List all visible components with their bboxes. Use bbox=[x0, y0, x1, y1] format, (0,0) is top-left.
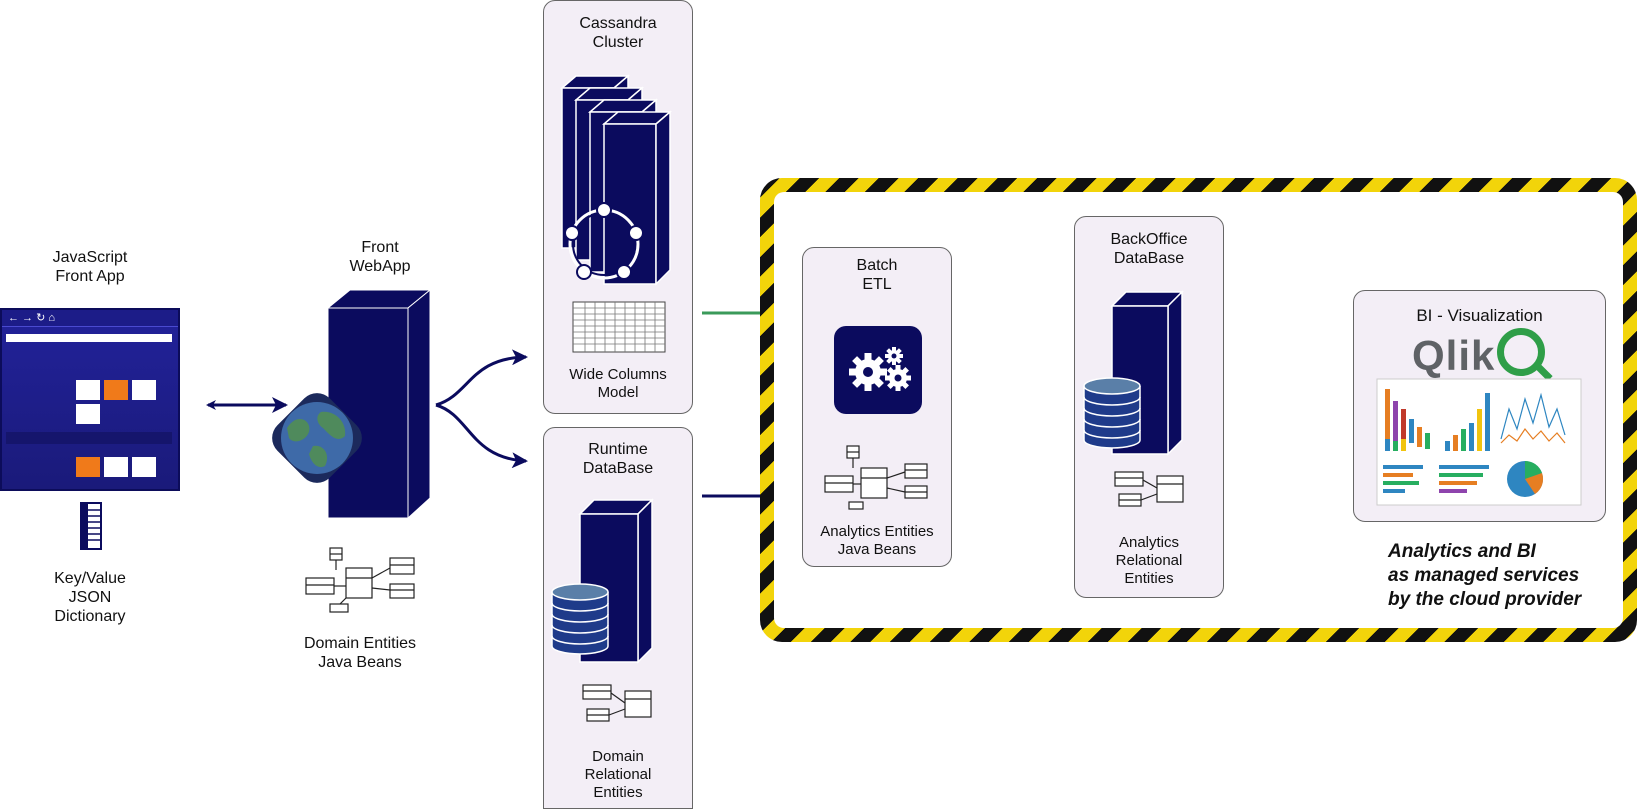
webapp-cassandra-arrow bbox=[436, 357, 526, 405]
database-disk-icon bbox=[1084, 378, 1140, 448]
analytics-beans-label: Analytics Entities Java Beans bbox=[807, 523, 947, 559]
cassandra-server-tower-icon bbox=[556, 74, 680, 288]
domain-relational-label: Domain Relational Entities bbox=[553, 748, 683, 802]
dashboard-pie bbox=[1507, 461, 1543, 497]
domain-entities-class-diagram-icon bbox=[306, 548, 416, 614]
analytics-relational-label: Analytics Relational Entities bbox=[1084, 534, 1214, 588]
bi-visualization-label: BI - Visualization bbox=[1358, 306, 1601, 325]
batch-etl-label: Batch ETL bbox=[807, 256, 947, 294]
gears-icon bbox=[834, 326, 922, 414]
runtime-server-tower-icon bbox=[550, 498, 660, 664]
analytics-beans-class-diagram-icon bbox=[825, 446, 929, 510]
backoffice-database-label: BackOffice DataBase bbox=[1079, 230, 1219, 268]
wide-columns-label: Wide Columns Model bbox=[553, 366, 683, 402]
dashboard-thumbnail-icon bbox=[1377, 379, 1581, 505]
webapp-server-tower-icon bbox=[272, 288, 432, 520]
domain-entities-label: Domain Entities Java Beans bbox=[290, 634, 430, 672]
runtime-database-label: Runtime DataBase bbox=[548, 440, 688, 478]
wide-columns-table-grid-icon bbox=[573, 302, 665, 352]
webapp-runtime-arrow bbox=[436, 405, 526, 461]
database-disk-icon bbox=[552, 584, 608, 654]
front-webapp-label: Front WebApp bbox=[320, 238, 440, 276]
analytics-relational-class-diagram-icon bbox=[1115, 470, 1183, 508]
cassandra-cluster-label: Cassandra Cluster bbox=[548, 14, 688, 52]
managed-services-note: Analytics and BI as managed services by … bbox=[1388, 540, 1628, 612]
qlik-logo: Qlik bbox=[1412, 328, 1545, 378]
backoffice-server-tower-icon bbox=[1082, 290, 1188, 456]
domain-relational-class-diagram-icon bbox=[583, 685, 651, 723]
